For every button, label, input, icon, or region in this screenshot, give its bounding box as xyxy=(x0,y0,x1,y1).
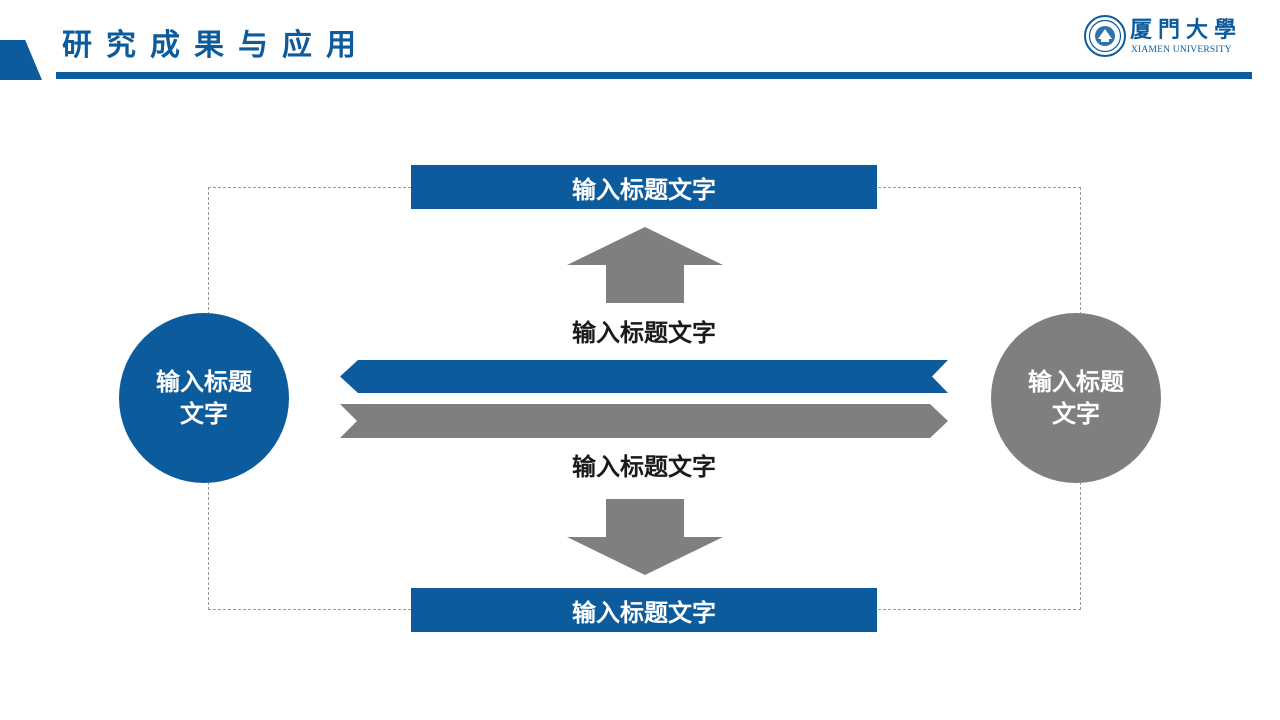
university-seal-icon xyxy=(1084,15,1126,57)
right-circle: 输入标题文字 xyxy=(991,313,1161,483)
left-circle-label: 输入标题文字 xyxy=(156,368,252,428)
up-arrow xyxy=(567,227,723,303)
university-name-cn: 厦門大學 xyxy=(1130,17,1243,43)
left-pointing-band xyxy=(340,360,948,393)
header-rule xyxy=(56,72,1252,79)
left-circle: 输入标题文字 xyxy=(119,313,289,483)
top-title-box: 输入标题文字 xyxy=(411,165,877,209)
right-circle-label: 输入标题文字 xyxy=(1028,368,1124,428)
header-accent-tab xyxy=(0,40,42,80)
upper-label: 输入标题文字 xyxy=(572,319,716,347)
right-pointing-band xyxy=(340,404,948,438)
university-name-en: XIAMEN UNIVERSITY xyxy=(1131,45,1232,55)
page-title: 研究成果与应用 xyxy=(62,28,370,63)
bottom-title-box: 输入标题文字 xyxy=(411,588,877,632)
lower-label: 输入标题文字 xyxy=(572,453,716,481)
down-arrow xyxy=(567,499,723,575)
